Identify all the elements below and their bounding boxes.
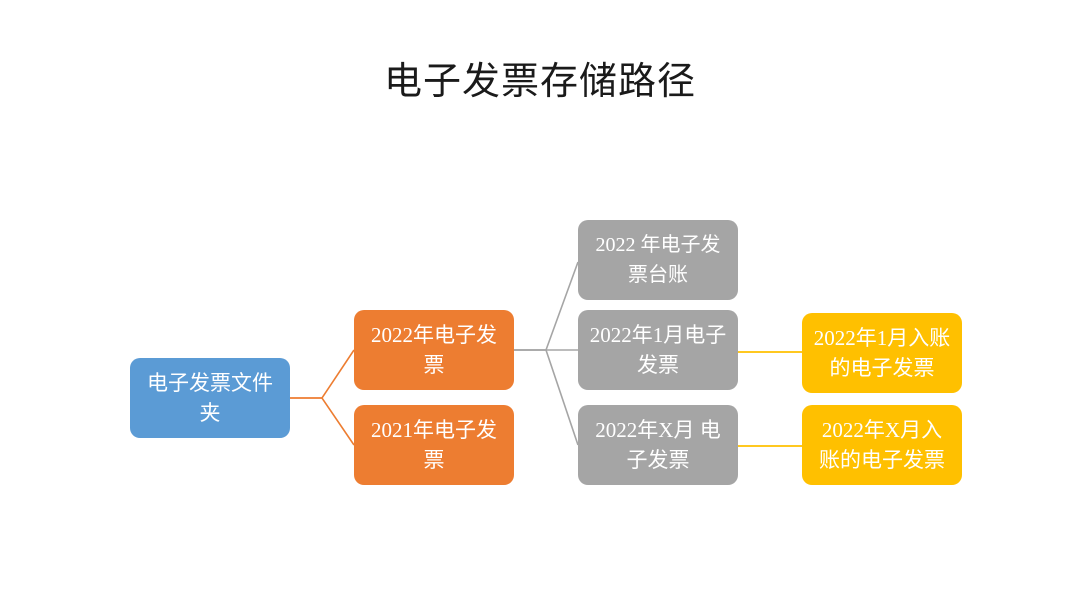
node-booked-january[interactable]: 2022年1月入账的电子发票	[802, 313, 962, 393]
node-month-january[interactable]: 2022年1月电子发票	[578, 310, 738, 390]
node-booked-x[interactable]: 2022年X月入账的电子发票	[802, 405, 962, 485]
node-booked-january-label: 2022年1月入账的电子发票	[813, 326, 951, 380]
node-root-folder[interactable]: 电子发票文件夹	[130, 358, 290, 438]
node-month-x[interactable]: 2022年X月 电子发票	[578, 405, 738, 485]
node-year-2022-label: 2022年电子发票	[371, 323, 497, 377]
node-year-2021[interactable]: 2021年电子发票	[354, 405, 514, 485]
node-month-january-label: 2022年1月电子发票	[589, 323, 727, 377]
page-title: 电子发票存储路径	[383, 61, 696, 103]
connector-2022-to-ledger	[514, 261, 579, 351]
node-root-folder-label: 电子发票文件夹	[147, 371, 273, 425]
connector-root-to-2022	[290, 349, 355, 399]
connector-2022-to-xmonth	[514, 349, 579, 446]
node-year-2021-label: 2021年电子发票	[371, 418, 497, 472]
node-ledger-2022-label: 2022 年电子发票台账	[595, 234, 721, 286]
node-month-x-label: 2022年X月 电子发票	[595, 418, 721, 472]
node-year-2022[interactable]: 2022年电子发票	[354, 310, 514, 390]
node-ledger-2022[interactable]: 2022 年电子发票台账	[578, 220, 738, 300]
node-booked-x-label: 2022年X月入账的电子发票	[819, 418, 945, 472]
connector-root-to-2021	[290, 397, 355, 446]
